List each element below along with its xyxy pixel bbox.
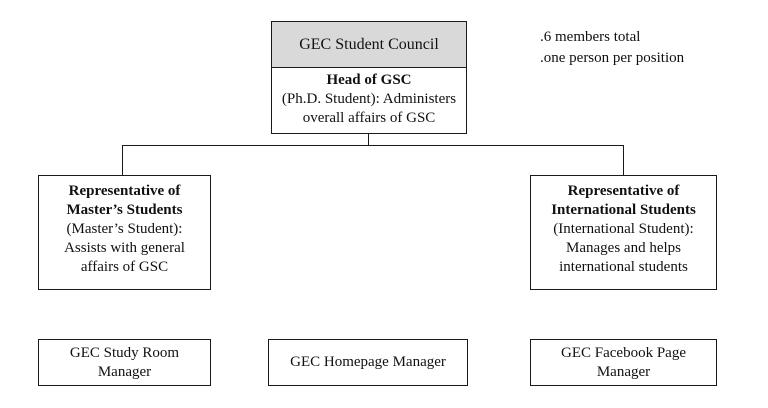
international-desc-line3: international students	[559, 259, 688, 275]
masters-desc-line1: (Master’s Student):	[66, 221, 183, 237]
study-room-line2: Manager	[97, 363, 152, 380]
council-title: GEC Student Council	[299, 35, 439, 53]
study-room-line1: GEC Study Room	[69, 344, 180, 361]
facebook-line2: Manager	[596, 363, 651, 380]
note-one-per-position: .one person per position	[540, 50, 685, 66]
homepage-manager-label: GEC Homepage Manager	[290, 354, 446, 370]
study-room-manager-box: GEC Study Room Manager	[38, 339, 211, 386]
masters-representative-box: Representative of Master’s Students (Mas…	[38, 175, 211, 290]
council-title-box: GEC Student Council	[271, 21, 467, 68]
international-representative-box: Representative of International Students…	[530, 175, 717, 290]
note-members-total: .6 members total	[540, 29, 641, 45]
masters-title-line2: Master’s Students	[66, 202, 183, 218]
masters-desc-line3: affairs of GSC	[80, 259, 169, 275]
head-title: Head of GSC	[326, 72, 412, 88]
international-title-line2: International Students	[551, 202, 696, 218]
homepage-manager-box: GEC Homepage Manager	[268, 339, 468, 386]
notes: .6 members total .one person per positio…	[540, 27, 684, 69]
connector-to-international	[623, 145, 624, 175]
connector-to-masters	[122, 145, 123, 175]
international-desc-line1: (International Student):	[553, 221, 694, 237]
connector-head-down	[368, 134, 369, 146]
international-desc-line2: Manages and helps	[566, 240, 681, 256]
head-desc-line1: (Ph.D. Student): Administers	[281, 91, 457, 107]
connector-horizontal	[122, 145, 624, 146]
head-of-gsc-box: Head of GSC (Ph.D. Student): Administers…	[271, 68, 467, 134]
facebook-page-manager-box: GEC Facebook Page Manager	[530, 339, 717, 386]
facebook-line1: GEC Facebook Page	[561, 344, 686, 361]
masters-title-line1: Representative of	[68, 183, 181, 199]
international-title-line1: Representative of	[567, 183, 680, 199]
head-desc-line2: overall affairs of GSC	[302, 110, 436, 126]
masters-desc-line2: Assists with general	[64, 240, 185, 256]
